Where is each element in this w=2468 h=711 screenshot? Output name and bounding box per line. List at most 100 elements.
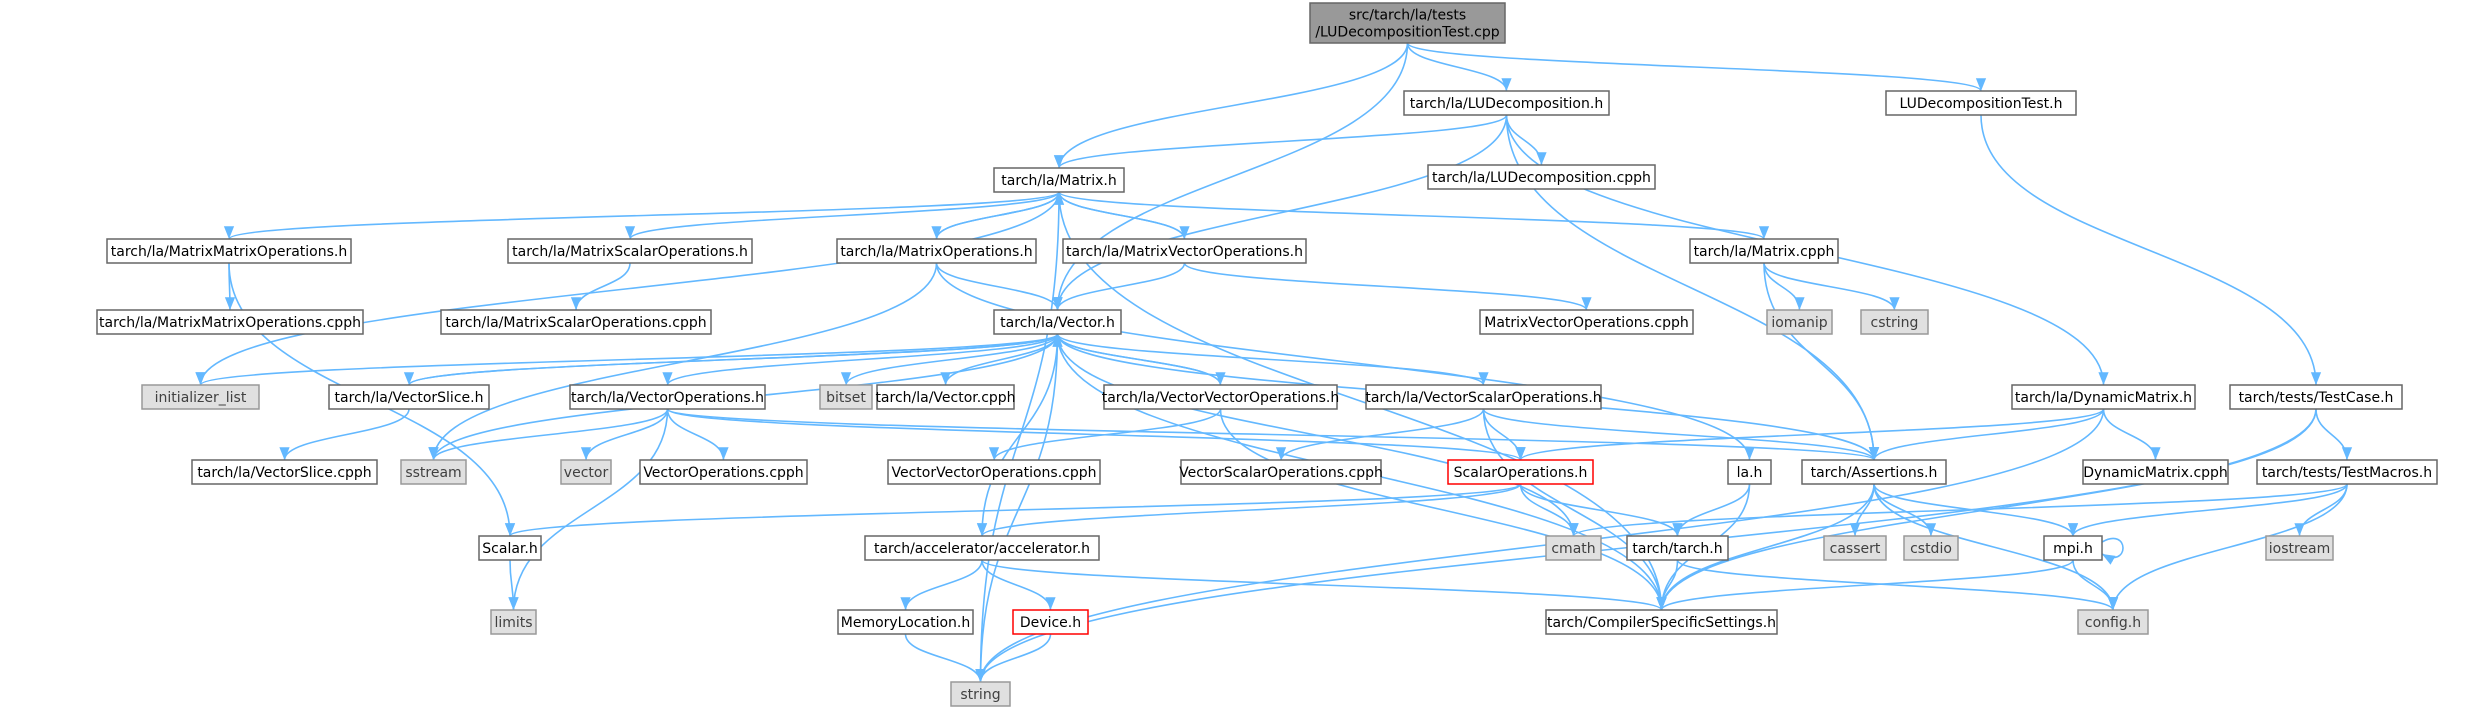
node-ludecomp-cpph[interactable]: tarch/la/LUDecomposition.cpph: [1427, 164, 1656, 190]
node-config-h[interactable]: config.h: [2077, 609, 2149, 635]
node-label: config.h: [2085, 615, 2141, 631]
node-vslice-h[interactable]: tarch/la/VectorSlice.h: [328, 384, 490, 410]
node-initlist[interactable]: initializer_list: [141, 384, 260, 410]
edge-msops-h-to-msops-cpph: [570, 262, 631, 311]
node-msops-cpph[interactable]: tarch/la/MatrixScalarOperations.cpph: [440, 309, 712, 335]
node-vops-h[interactable]: tarch/la/VectorOperations.h: [569, 384, 766, 410]
node-cmath[interactable]: cmath: [1545, 535, 1602, 561]
node-scalar-h[interactable]: Scalar.h: [478, 535, 542, 561]
edge-vector-h-to-accel-h: [976, 333, 1059, 537]
node-label: VectorVectorOperations.cpph: [892, 465, 1097, 481]
node-box: [993, 309, 1122, 335]
nodes-layer: src/tarch/la/tests/LUDecompositionTest.c…: [96, 2, 2438, 707]
node-vsops-cpph[interactable]: VectorScalarOperations.cpph: [1179, 459, 1383, 485]
node-lutest-h[interactable]: LUDecompositionTest.h: [1885, 90, 2077, 116]
edge-vvops-h-to-compiler-h: [1219, 408, 1667, 611]
node-matrix-h[interactable]: tarch/la/Matrix.h: [993, 167, 1125, 193]
node-box: [639, 459, 808, 485]
node-device-h[interactable]: Device.h: [1012, 609, 1089, 635]
node-vector-cpph[interactable]: tarch/la/Vector.cpph: [875, 384, 1016, 410]
node-iomanip[interactable]: iomanip: [1766, 309, 1833, 335]
edge-vector-h-to-vector-cpph: [940, 333, 1059, 386]
node-vsops-h[interactable]: tarch/la/VectorScalarOperations.h: [1365, 384, 1602, 410]
node-dynmatrix-h[interactable]: tarch/la/DynamicMatrix.h: [2011, 384, 2196, 410]
node-msops-h[interactable]: tarch/la/MatrixScalarOperations.h: [507, 238, 753, 264]
node-limits[interactable]: limits: [490, 609, 537, 635]
node-box: [1727, 459, 1772, 485]
node-box: [1903, 535, 1959, 561]
node-vops-cpph[interactable]: VectorOperations.cpph: [639, 459, 808, 485]
edges-layer: [195, 42, 2353, 683]
node-box: [836, 238, 1037, 264]
node-label: MatrixVectorOperations.cpph: [1484, 315, 1688, 331]
node-cassert[interactable]: cassert: [1823, 535, 1887, 561]
edge-vector-h-to-string: [975, 333, 1059, 683]
node-scalarops-h[interactable]: ScalarOperations.h: [1447, 459, 1594, 485]
edge-vvops-h-to-vvops-cpph: [988, 408, 1222, 461]
edge-matrix-h-to-msops-h: [625, 191, 1060, 240]
edge-tarch-h-to-config-h: [1676, 559, 2118, 611]
node-label: cmath: [1551, 541, 1595, 557]
node-box: [2265, 535, 2334, 561]
edge-mops-h-to-la-h: [935, 262, 1755, 461]
edge-vops-h-to-limits: [508, 408, 669, 611]
node-box: [1365, 384, 1602, 410]
node-assertions-h[interactable]: tarch/Assertions.h: [1801, 459, 1947, 485]
node-tarch-h[interactable]: tarch/tarch.h: [1626, 535, 1729, 561]
edge-accel-h-to-device-h: [981, 559, 1056, 611]
node-label: VectorOperations.cpph: [643, 465, 803, 481]
node-label: cassert: [1830, 541, 1881, 557]
node-bitset[interactable]: bitset: [819, 384, 873, 410]
node-box: [2229, 384, 2403, 410]
node-vector-std[interactable]: vector: [560, 459, 612, 485]
edge-device-h-to-string: [975, 633, 1052, 683]
node-ludecomp-h[interactable]: tarch/la/LUDecomposition.h: [1403, 90, 1610, 116]
node-root[interactable]: src/tarch/la/tests/LUDecompositionTest.c…: [1309, 2, 1506, 44]
node-label: tarch/la/MatrixMatrixOperations.cpph: [99, 315, 361, 331]
edge-scalar-h-to-limits: [508, 559, 519, 611]
edge-mops-h-to-matrix-h: [935, 191, 1065, 240]
node-cstdio[interactable]: cstdio: [1903, 535, 1959, 561]
node-accel-h[interactable]: tarch/accelerator/accelerator.h: [864, 535, 1100, 561]
node-memloc-h[interactable]: MemoryLocation.h: [837, 609, 974, 635]
node-vvops-h[interactable]: tarch/la/VectorVectorOperations.h: [1102, 384, 1340, 410]
node-testmacros-h[interactable]: tarch/tests/TestMacros.h: [2256, 459, 2438, 485]
node-label: tarch/la/DynamicMatrix.h: [2015, 390, 2192, 406]
node-matrix-cpph[interactable]: tarch/la/Matrix.cpph: [1689, 238, 1839, 264]
node-iostream[interactable]: iostream: [2265, 535, 2334, 561]
edge-testmacros-h-to-config-h: [2107, 483, 2348, 611]
node-box: [569, 384, 766, 410]
node-box: [1860, 309, 1929, 335]
node-string[interactable]: string: [950, 681, 1011, 707]
edge-matrix-cpph-to-iomanip: [1763, 262, 1805, 311]
node-label: vector: [564, 465, 609, 481]
edge-scalarops-h-to-accel-h: [977, 483, 1522, 537]
node-label: tarch/la/Matrix.cpph: [1694, 244, 1835, 260]
node-label: tarch/la/Vector.h: [1000, 315, 1115, 331]
node-testcase-h[interactable]: tarch/tests/TestCase.h: [2229, 384, 2403, 410]
edge-matrix-h-to-compiler-h: [1058, 191, 1667, 611]
node-mvops-cpph[interactable]: MatrixVectorOperations.cpph: [1479, 309, 1694, 335]
node-mmops-h[interactable]: tarch/la/MatrixMatrixOperations.h: [106, 238, 352, 264]
node-vvops-cpph[interactable]: VectorVectorOperations.cpph: [887, 459, 1101, 485]
node-box: [1180, 459, 1382, 485]
node-mvops-h[interactable]: tarch/la/MatrixVectorOperations.h: [1062, 238, 1307, 264]
node-compiler-h[interactable]: tarch/CompilerSpecificSettings.h: [1545, 609, 1778, 635]
node-mpi-h[interactable]: mpi.h: [2043, 535, 2103, 561]
node-box: [1447, 459, 1594, 485]
node-mops-h[interactable]: tarch/la/MatrixOperations.h: [836, 238, 1037, 264]
node-mmops-cpph[interactable]: tarch/la/MatrixMatrixOperations.cpph: [96, 309, 364, 335]
edge-vops-h-to-assertions-h: [666, 408, 1879, 461]
node-sstream[interactable]: sstream: [400, 459, 467, 485]
edge-vops-h-to-vops-cpph: [666, 408, 729, 461]
node-vslice-cpph[interactable]: tarch/la/VectorSlice.cpph: [191, 459, 378, 485]
node-box: [1012, 609, 1089, 635]
node-label: bitset: [826, 390, 866, 406]
node-vector-h[interactable]: tarch/la/Vector.h: [993, 309, 1122, 335]
node-box: [1823, 535, 1887, 561]
node-cstring[interactable]: cstring: [1860, 309, 1929, 335]
node-label: mpi.h: [2053, 541, 2093, 557]
node-dynmatrix-cpph[interactable]: DynamicMatrix.cpph: [2082, 459, 2229, 485]
node-la-h[interactable]: la.h: [1727, 459, 1772, 485]
node-label: tarch/la/VectorVectorOperations.h: [1102, 390, 1340, 406]
